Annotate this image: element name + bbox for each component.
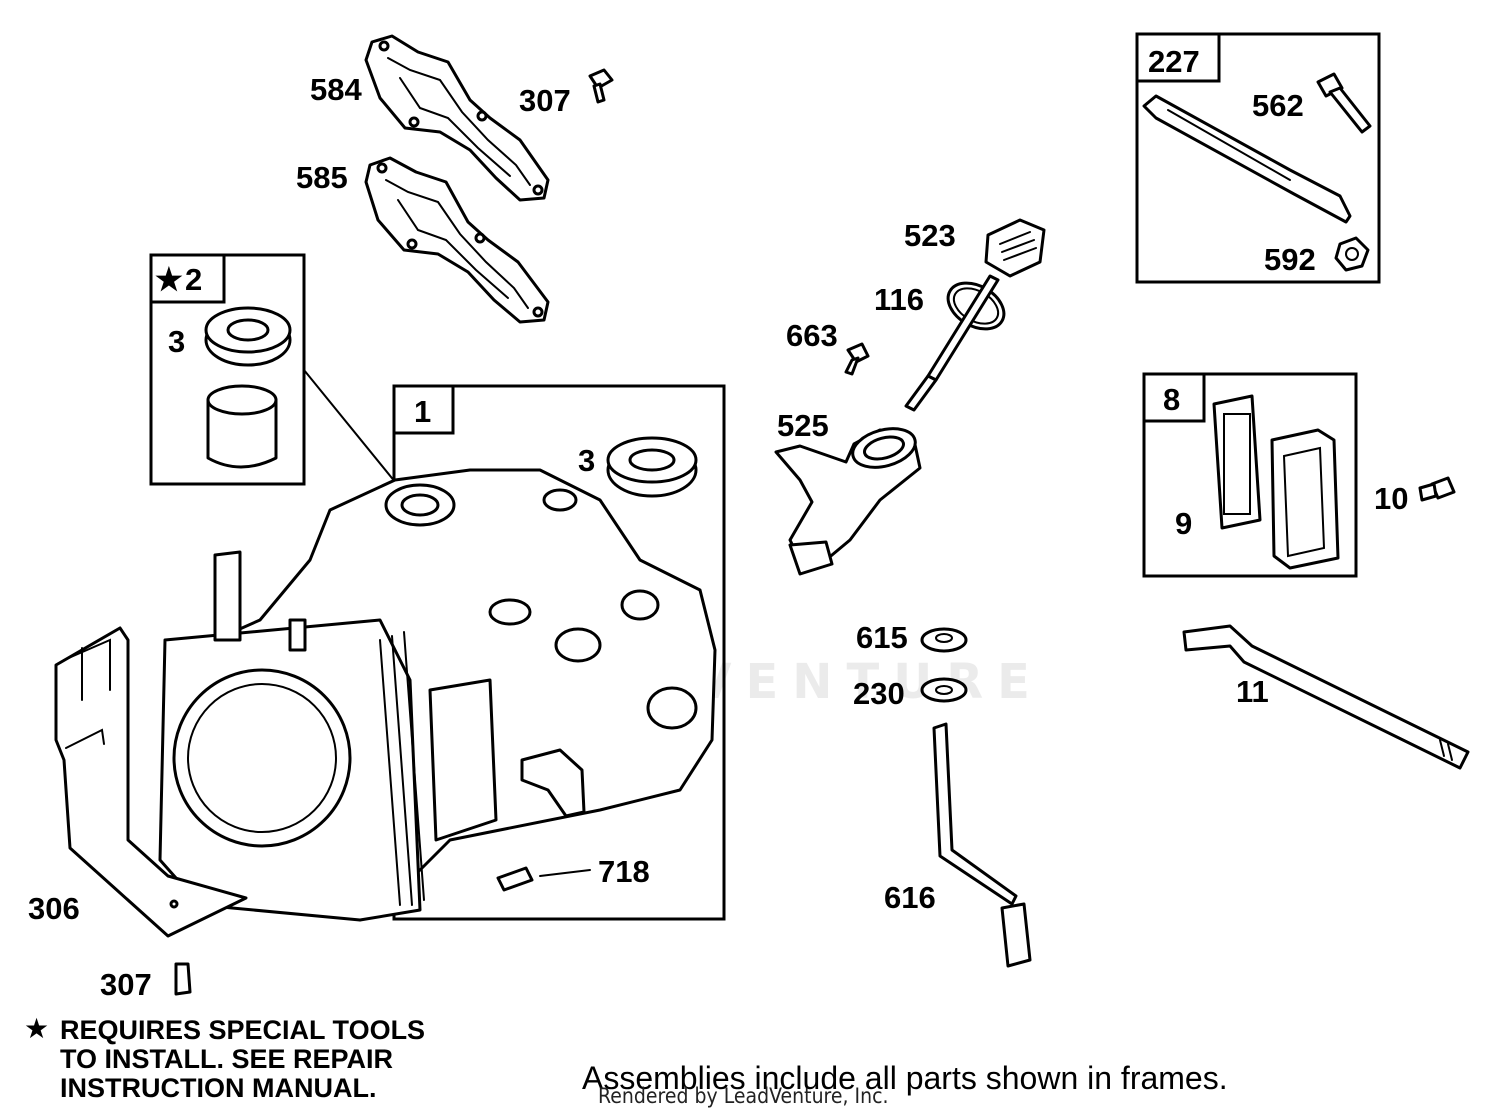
- label-230: 230: [853, 676, 905, 711]
- assemblies-note: Assemblies include all parts shown in fr…: [582, 1060, 1228, 1096]
- label-718: 718: [598, 854, 650, 889]
- washer-230[interactable]: [920, 677, 968, 703]
- screw-663[interactable]: [844, 342, 870, 376]
- label-585: 585: [296, 160, 348, 195]
- gasket-9[interactable]: [1212, 394, 1262, 530]
- label-307-top: 307: [519, 83, 571, 118]
- gasket-585[interactable]: [364, 156, 550, 324]
- label-3-frame-1: 3: [578, 443, 595, 478]
- leader-frame-2: [303, 369, 401, 489]
- bracket-227[interactable]: [1142, 94, 1352, 224]
- nut-592[interactable]: [1334, 236, 1370, 272]
- star-icon: ★: [24, 1012, 50, 1045]
- tube-11[interactable]: [1182, 624, 1470, 770]
- label-frame-2-star: ★: [155, 262, 183, 297]
- label-8: 8: [1163, 382, 1180, 417]
- special-tools-note: REQUIRES SPECIAL TOOLS TO INSTALL. SEE R…: [60, 1016, 425, 1103]
- label-615: 615: [856, 620, 908, 655]
- cylinder-block[interactable]: [158, 468, 717, 922]
- frame-8: [1142, 372, 1358, 578]
- label-116: 116: [874, 282, 924, 317]
- bushing-in-frame-2[interactable]: [206, 384, 278, 469]
- seal-3-in-frame-2[interactable]: [204, 306, 292, 367]
- cover-in-frame-8[interactable]: [1270, 428, 1340, 570]
- bolt-562[interactable]: [1316, 72, 1372, 134]
- label-307-bottom: 307: [100, 967, 152, 1002]
- label-1: 1: [414, 394, 431, 429]
- grommet-615[interactable]: [920, 627, 968, 653]
- screw-10[interactable]: [1418, 476, 1456, 502]
- oil-fill-tube-525[interactable]: [774, 422, 922, 576]
- screw-307-bottom[interactable]: [174, 962, 192, 996]
- frame-227: [1135, 32, 1381, 284]
- label-523: 523: [904, 218, 956, 253]
- label-306: 306: [28, 891, 80, 926]
- label-616: 616: [884, 880, 936, 915]
- label-3-frame-2: 3: [168, 324, 185, 359]
- label-2: 2: [185, 262, 202, 297]
- special-tools-line-2: TO INSTALL. SEE REPAIR: [60, 1044, 394, 1074]
- label-227: 227: [1148, 44, 1200, 79]
- label-663: 663: [786, 318, 838, 353]
- governor-shaft-616[interactable]: [932, 722, 1032, 968]
- label-525: 525: [777, 408, 829, 443]
- special-tools-line-1: REQUIRES SPECIAL TOOLS: [60, 1015, 426, 1045]
- seal-3-in-frame-1[interactable]: [606, 436, 698, 498]
- special-tools-line-3: INSTRUCTION MANUAL.: [60, 1073, 377, 1103]
- dipstick[interactable]: [904, 274, 1000, 412]
- oil-cap-523[interactable]: [984, 218, 1046, 278]
- air-baffle-306[interactable]: [54, 626, 248, 938]
- dowel-pin-718[interactable]: [496, 866, 591, 892]
- rendered-by-credit: Rendered by LeadVenture, Inc.: [598, 1084, 889, 1108]
- label-562: 562: [1252, 88, 1304, 123]
- screw-307-top[interactable]: [588, 68, 614, 104]
- gasket-584[interactable]: [364, 34, 550, 202]
- label-10: 10: [1374, 481, 1408, 516]
- label-584: 584: [310, 72, 362, 107]
- label-592: 592: [1264, 242, 1316, 277]
- label-9: 9: [1175, 506, 1192, 541]
- label-11: 11: [1236, 674, 1269, 709]
